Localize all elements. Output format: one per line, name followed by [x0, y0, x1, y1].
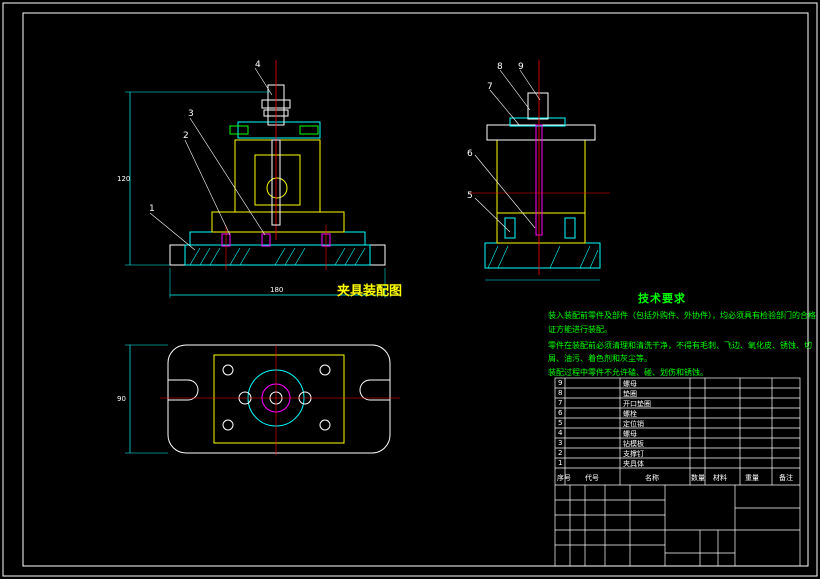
bom-row-1-name: 夹具体 [623, 460, 644, 468]
bom-row-9-name: 螺母 [623, 380, 637, 388]
bom-row-7-seq: 7 [558, 399, 563, 407]
callout-3: 3 [188, 109, 194, 119]
bom-header-name: 名称 [645, 474, 659, 482]
inner-frame [22, 12, 809, 567]
bom-header-code: 代号 [585, 474, 599, 482]
tech-line-1: 装入装配前零件及部件（包括外购件、外协件），均必须具有检验部门的合格 [548, 311, 816, 320]
bom-row-7-name: 开口垫圈 [623, 400, 651, 408]
bom-row-9-seq: 9 [558, 379, 563, 387]
bom-row-2-seq: 2 [558, 449, 563, 457]
bom-row-4-name: 螺母 [623, 430, 637, 438]
bom-row-8-seq: 8 [558, 389, 563, 397]
callout-5: 5 [467, 191, 473, 201]
title-block [554, 377, 801, 567]
bom-row-3-seq: 3 [558, 439, 563, 447]
bom-row-5-name: 定位销 [623, 420, 644, 428]
tech-line-4: 屑、油污、着色剂和灰尘等。 [548, 354, 652, 363]
side-view [470, 60, 610, 281]
bom-row-4-seq: 4 [558, 429, 563, 437]
tech-line-5: 装配过程中零件不允许磕、碰、划伤和锈蚀。 [548, 368, 708, 377]
dim-height: 120 [117, 175, 131, 183]
bom-row-1-seq: 1 [558, 459, 563, 467]
bom-row-2-name: 支撑钉 [623, 450, 644, 458]
bom-row-8-name: 垫圈 [623, 390, 637, 398]
bom-header-remark: 备注 [779, 474, 793, 482]
bom-header-weight: 重量 [745, 474, 759, 482]
dim-width: 180 [270, 286, 284, 294]
bom-header-qty: 数量 [691, 474, 705, 482]
bom-row-3-name: 钻模板 [623, 440, 644, 448]
callout-8: 8 [497, 62, 503, 72]
callout-7: 7 [487, 82, 493, 92]
bom-row-6-seq: 6 [558, 409, 563, 417]
bom-row-5-seq: 5 [558, 419, 563, 427]
callout-9: 9 [518, 62, 524, 72]
top-view [125, 344, 400, 455]
front-view [125, 60, 386, 298]
bom-header-material: 材料 [713, 474, 727, 482]
tech-requirements-title: 技术要求 [638, 292, 686, 305]
callout-6: 6 [467, 149, 473, 159]
callout-2: 2 [183, 131, 189, 141]
callout-1: 1 [149, 204, 155, 214]
callout-4: 4 [255, 60, 261, 70]
bom-header-seq: 序号 [557, 474, 571, 482]
tech-line-2: 证方能进行装配。 [548, 325, 612, 334]
drawing-title: 夹具装配图 [337, 284, 403, 299]
dim-height2: 90 [117, 395, 126, 403]
tech-line-3: 零件在装配前必须清理和清洗干净，不得有毛刺、飞边、氧化皮、锈蚀、切 [548, 341, 812, 350]
bom-row-6-name: 螺栓 [623, 410, 637, 418]
